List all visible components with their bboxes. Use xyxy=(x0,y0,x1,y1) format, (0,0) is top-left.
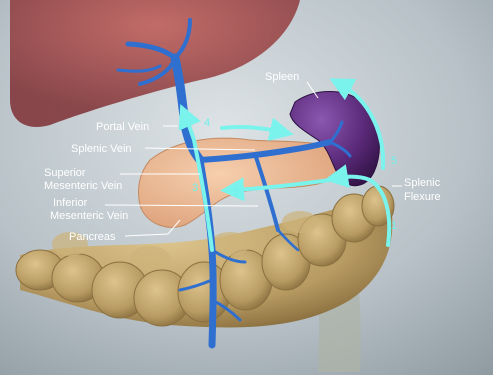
label-splenic-flexure-line2: Flexure xyxy=(404,191,441,203)
label-splenic-flexure-line1: Splenic xyxy=(404,177,441,189)
label-superior-mesenteric-line2: Mesenteric Vein xyxy=(44,180,122,192)
step-number-4: 4 xyxy=(204,117,210,129)
label-inferior-mesenteric-line2: Mesenteric Vein xyxy=(50,210,128,222)
label-portal-vein: Portal Vein xyxy=(96,121,149,133)
step-number-1: 1 xyxy=(391,220,397,232)
step-number-3: 3 xyxy=(192,182,198,194)
step-number-2: 2 xyxy=(233,187,239,199)
label-spleen: Spleen xyxy=(265,71,299,83)
label-inferior-mesenteric-line1: Inferior xyxy=(53,197,88,209)
step-number-5: 5 xyxy=(391,155,397,167)
label-pancreas: Pancreas xyxy=(69,231,116,243)
label-superior-mesenteric-line1: Superior xyxy=(44,167,86,179)
label-splenic-vein: Splenic Vein xyxy=(71,143,132,155)
